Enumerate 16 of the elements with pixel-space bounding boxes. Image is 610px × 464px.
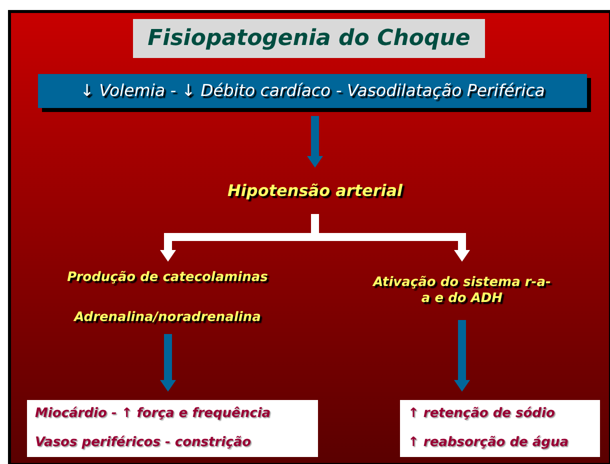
result-box bbox=[27, 400, 318, 457]
process-box bbox=[38, 74, 587, 108]
node-text: Adrenalina/noradrenalina bbox=[74, 310, 261, 326]
node-text: ↓ Volemia - ↓ Débito cardíaco - Vasodilatação Periférica bbox=[80, 80, 545, 102]
arrow bbox=[454, 320, 470, 392]
node-text: ↑ retenção de sódio bbox=[408, 406, 555, 422]
node-text: Hipotensão arterial bbox=[228, 181, 402, 201]
node-text: ↑ reabsorção de água bbox=[408, 434, 568, 451]
title-box: Fisiopatogenia do Choque bbox=[133, 19, 485, 58]
arrow bbox=[160, 334, 176, 392]
node-text: Vasos periféricos - constrição bbox=[35, 434, 252, 451]
node-text: Produção de catecolaminas bbox=[67, 270, 268, 286]
node-text: Ativação do sistema r-a-a e do ADH bbox=[372, 274, 552, 308]
arrow bbox=[307, 116, 323, 168]
node-text: Miocárdio - ↑ força e frequência bbox=[35, 406, 271, 422]
result-box bbox=[400, 400, 600, 457]
